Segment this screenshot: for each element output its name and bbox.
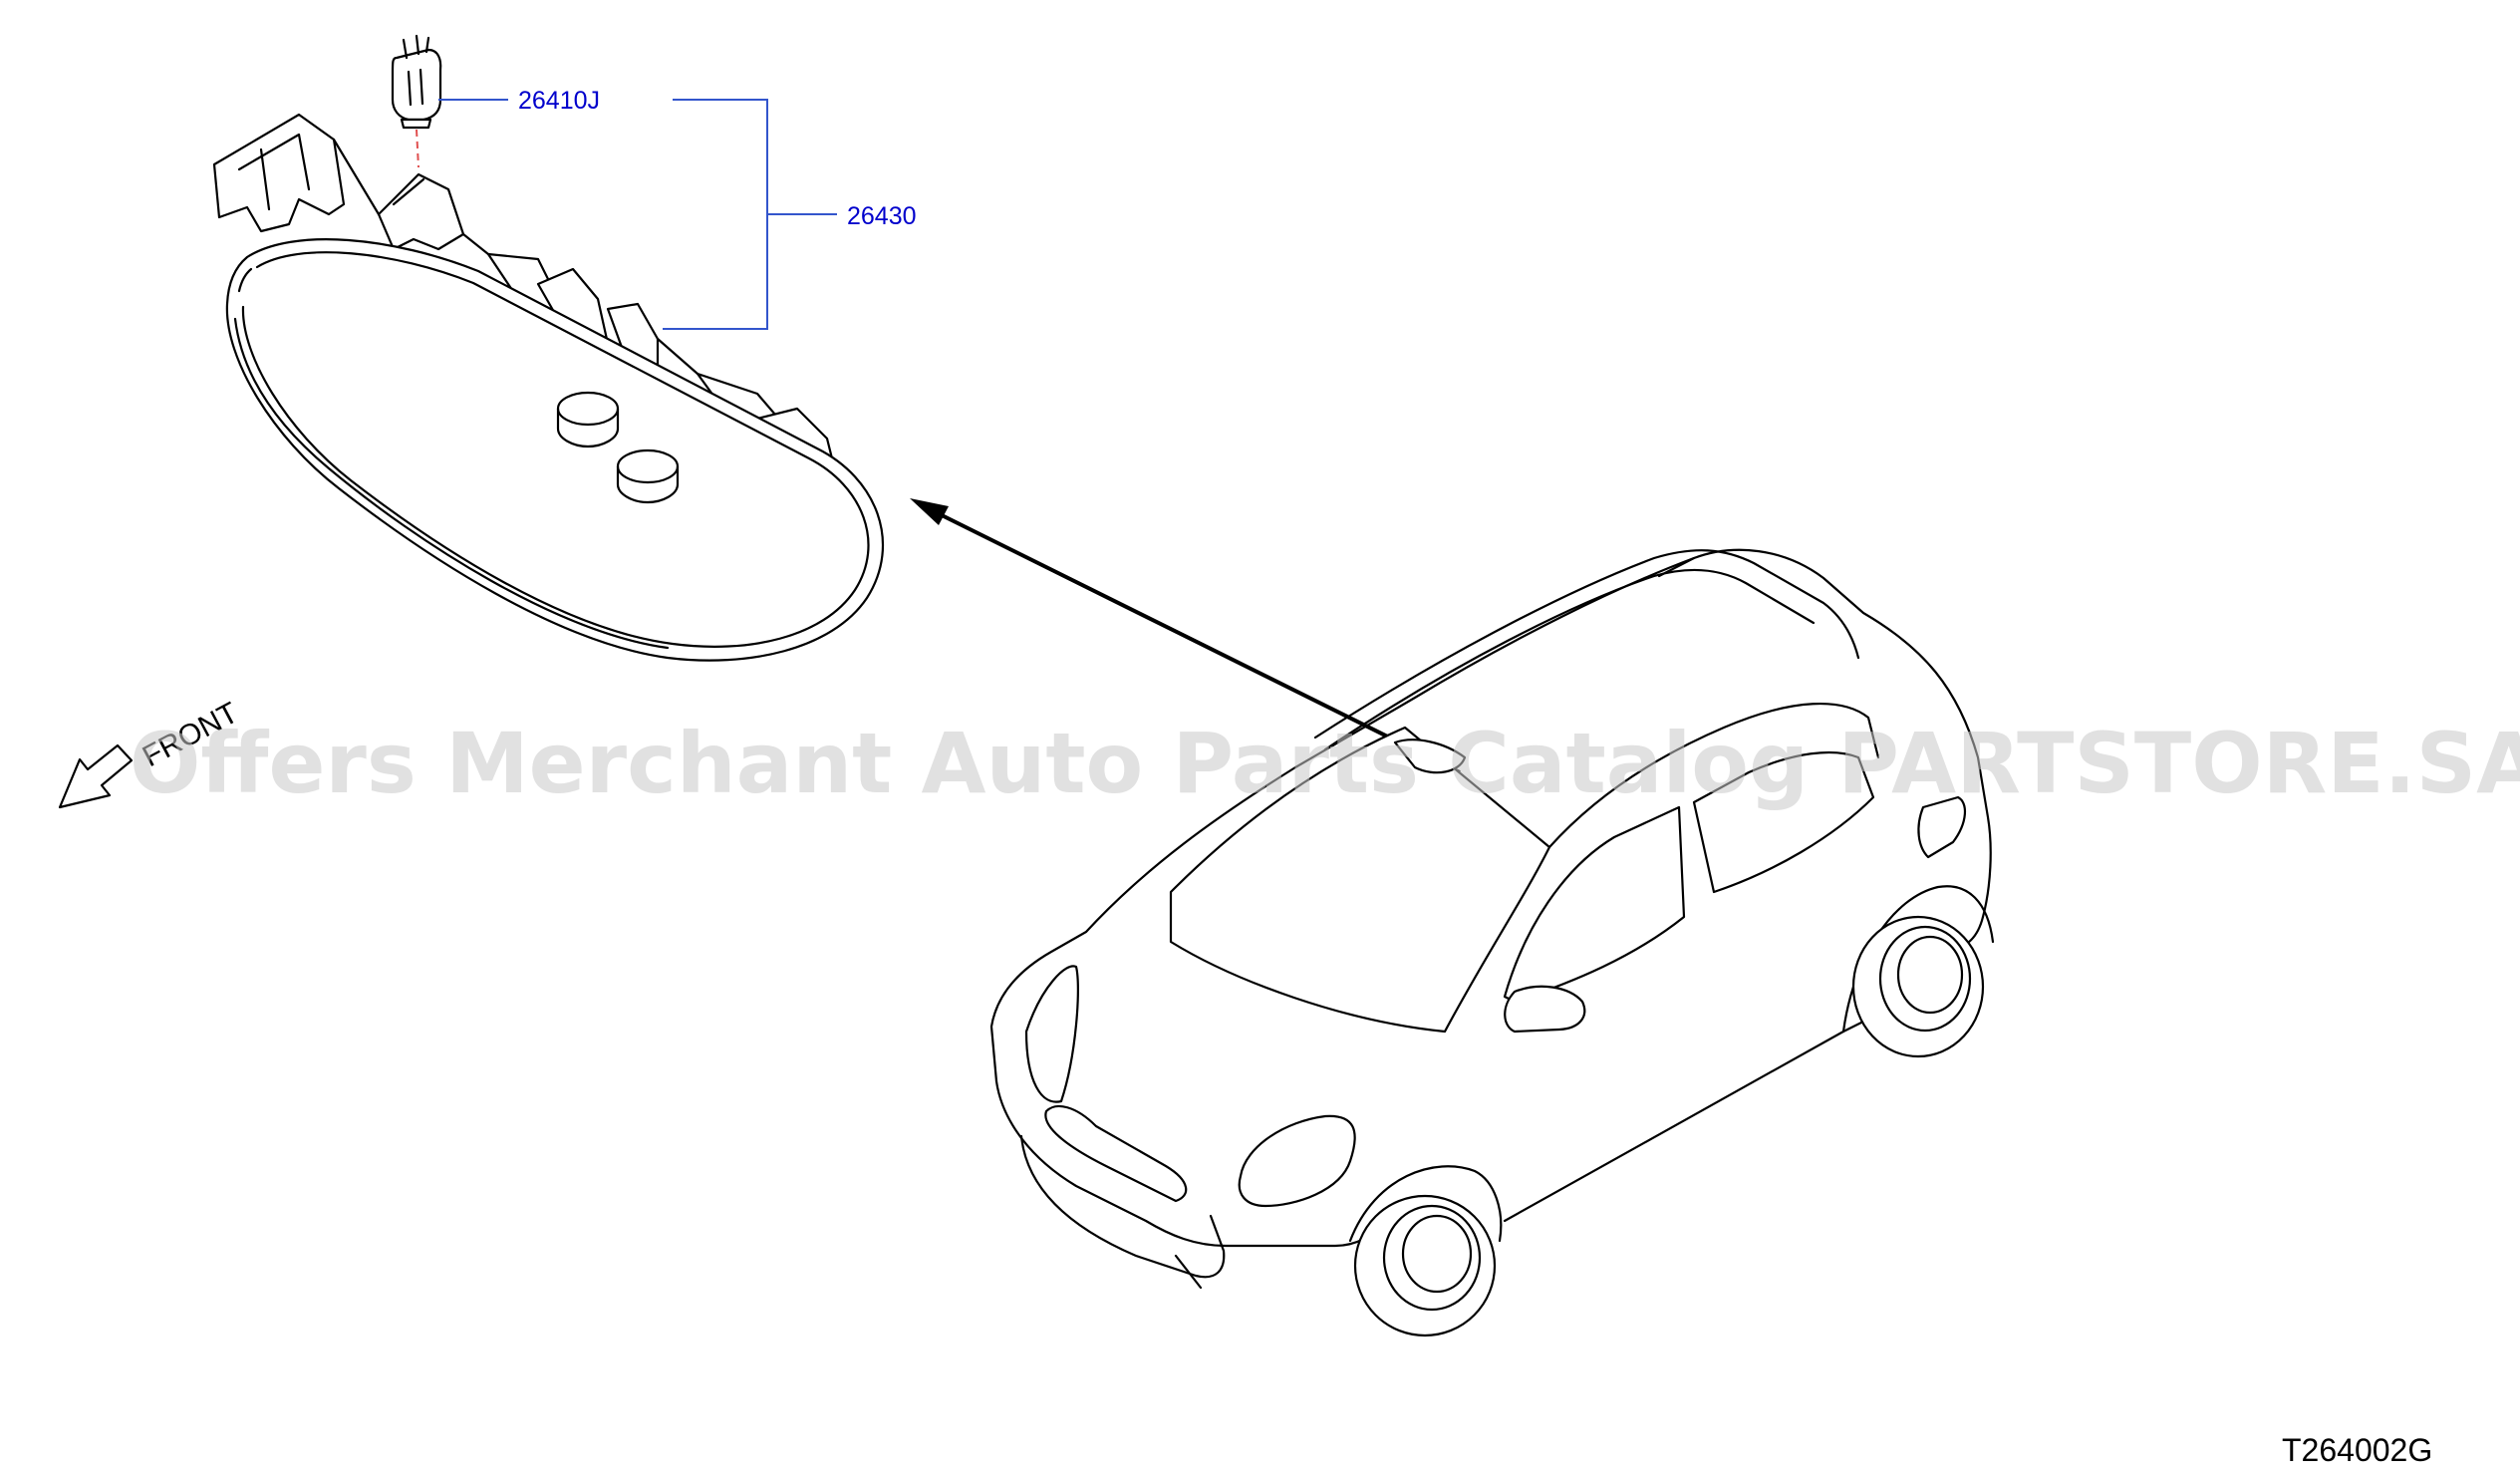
lamp-socket-bosses xyxy=(556,391,680,504)
lamp-lens-body xyxy=(225,238,885,662)
bulb-26410J[interactable] xyxy=(391,34,442,130)
callout-leaders xyxy=(438,99,837,330)
watermark: Offers Merchant Auto Parts Catalog PARTS… xyxy=(130,715,2520,812)
stop-lamp-assembly[interactable] xyxy=(212,113,885,662)
diagram-code: T264002G xyxy=(2282,1432,2432,1468)
callout-26430[interactable]: 26430 xyxy=(847,202,917,230)
bulb-axis-dashed xyxy=(416,129,420,168)
leader-26430-bracket xyxy=(663,99,768,330)
front-arrow-icon xyxy=(58,743,134,809)
location-arrow xyxy=(910,498,1461,774)
callout-26410J[interactable]: 26410J xyxy=(518,87,600,115)
vehicle-illustration xyxy=(989,548,1995,1337)
